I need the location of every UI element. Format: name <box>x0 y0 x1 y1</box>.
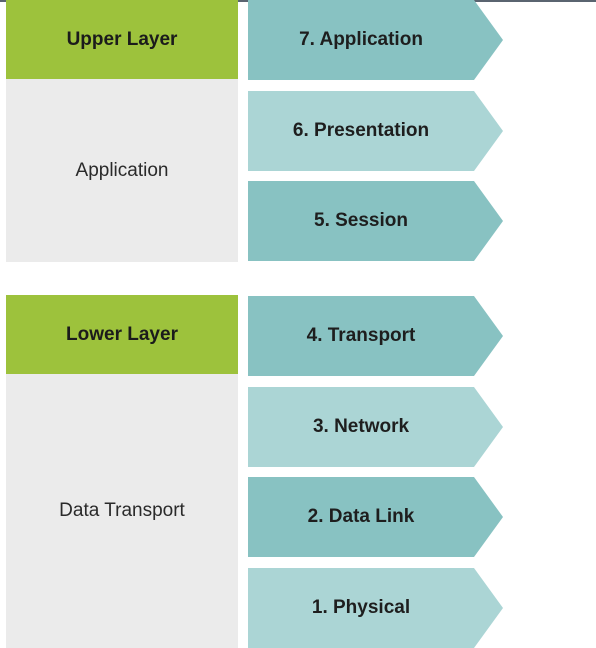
lower-layer-description: Data Transport <box>6 374 238 648</box>
upper-layer-description: Application <box>6 79 238 262</box>
layer-arrow-shape <box>248 477 503 557</box>
layer-1-physical: 1. Physical <box>248 568 503 648</box>
layer-label: 5. Session <box>314 210 408 231</box>
upper-layer-title: Upper Layer <box>6 0 238 79</box>
layer-label: 2. Data Link <box>307 506 415 527</box>
lower-layer-group: Lower Layer Data Transport <box>6 295 238 648</box>
lower-layer-title: Lower Layer <box>6 295 238 374</box>
layer-6-presentation: 6. Presentation <box>248 91 503 171</box>
layer-arrow-shape <box>248 568 503 648</box>
layer-arrow-shape <box>248 91 503 171</box>
layer-arrow-shape <box>248 181 503 261</box>
layer-label: 1. Physical <box>311 597 411 618</box>
layer-2-data-link: 2. Data Link <box>248 477 503 557</box>
layer-arrow-shape <box>248 0 503 80</box>
layer-7-application: 7. Application <box>248 0 503 80</box>
layer-5-session: 5. Session <box>248 181 503 261</box>
layer-arrow-shape <box>248 296 503 376</box>
layer-arrow-shape <box>248 387 503 467</box>
upper-layer-group: Upper Layer Application <box>6 0 238 262</box>
layer-4-transport: 4. Transport <box>248 296 503 376</box>
layer-3-network: 3. Network <box>248 387 503 467</box>
layer-label: 7. Application <box>299 29 423 50</box>
layer-label: 6. Presentation <box>292 120 430 141</box>
layer-label: 4. Transport <box>306 325 416 346</box>
layer-label: 3. Network <box>312 416 410 437</box>
